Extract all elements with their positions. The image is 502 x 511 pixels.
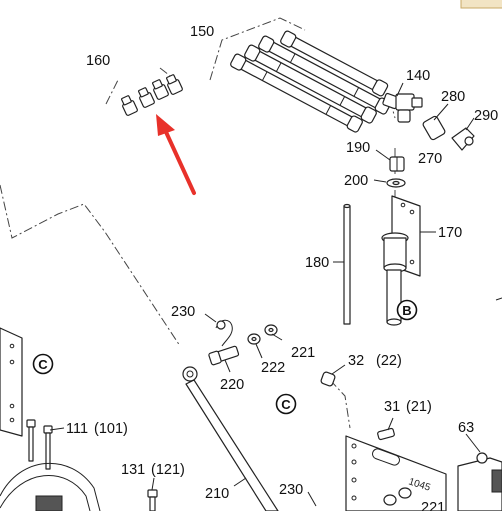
- label-190: 190: [346, 140, 370, 156]
- label-222: 222: [261, 360, 285, 376]
- bracket-170: [381, 195, 421, 326]
- label-200: 200: [344, 173, 368, 189]
- label-160: 160: [86, 53, 110, 69]
- label-111-alt: (101): [94, 421, 128, 437]
- label-270: 270: [418, 151, 442, 167]
- label-210: 210: [205, 486, 229, 502]
- label-170: 170: [438, 225, 462, 241]
- label-290: 290: [474, 108, 498, 124]
- rod-180: [343, 203, 351, 325]
- bolts-111: [26, 419, 53, 470]
- marker-c-mid-label: C: [281, 397, 291, 412]
- marker-c-mid: C: [275, 393, 297, 415]
- fitting-280: [422, 115, 446, 141]
- nut-32: [320, 371, 336, 387]
- main-plate: [345, 435, 447, 511]
- label-220: 220: [220, 377, 244, 393]
- marker-b: B: [396, 299, 418, 321]
- label-221b: 221: [421, 500, 445, 511]
- washer-221: [264, 324, 278, 336]
- nut-190: [389, 156, 405, 172]
- clip-230: [215, 319, 233, 347]
- label-280: 280: [441, 89, 465, 105]
- marker-b-label: B: [402, 303, 411, 318]
- fitting-290: [451, 127, 475, 151]
- marker-c-left: C: [32, 353, 54, 375]
- bolt-31: [377, 427, 395, 441]
- tube-210: [182, 366, 279, 511]
- label-180: 180: [305, 255, 329, 271]
- label-131: 131: [121, 462, 145, 478]
- washer-200: [386, 178, 406, 188]
- label-230a: 230: [171, 304, 195, 320]
- label-230b: 230: [279, 482, 303, 498]
- bolt-131: [147, 489, 158, 511]
- label-221: 221: [291, 345, 315, 361]
- block-63: [457, 452, 502, 511]
- hoses-150: [230, 30, 391, 133]
- corner-tab: [460, 0, 502, 9]
- leader-lines: [49, 82, 481, 507]
- part-labels: 150 160 140 280 290 190 270 200 170 180 …: [66, 24, 498, 511]
- right-edge-panel: [495, 297, 502, 301]
- label-111: 111: [66, 421, 88, 437]
- label-32-alt: (22): [376, 353, 402, 369]
- wheel-assembly: [0, 463, 101, 511]
- label-31-alt: (21): [406, 399, 432, 415]
- marker-c-left-label: C: [38, 357, 48, 372]
- label-32: 32: [348, 353, 364, 369]
- label-140: 140: [406, 68, 430, 84]
- fitting-220: [208, 345, 240, 366]
- label-31: 31: [384, 399, 400, 415]
- highlight-arrow: [156, 114, 196, 195]
- tee-fitting-140: [382, 92, 423, 123]
- label-63: 63: [458, 420, 474, 436]
- fittings-160: [121, 74, 183, 116]
- left-bracket: [0, 327, 23, 437]
- washer-222: [247, 333, 261, 345]
- label-131-alt: (121): [151, 462, 185, 478]
- label-150: 150: [190, 24, 214, 40]
